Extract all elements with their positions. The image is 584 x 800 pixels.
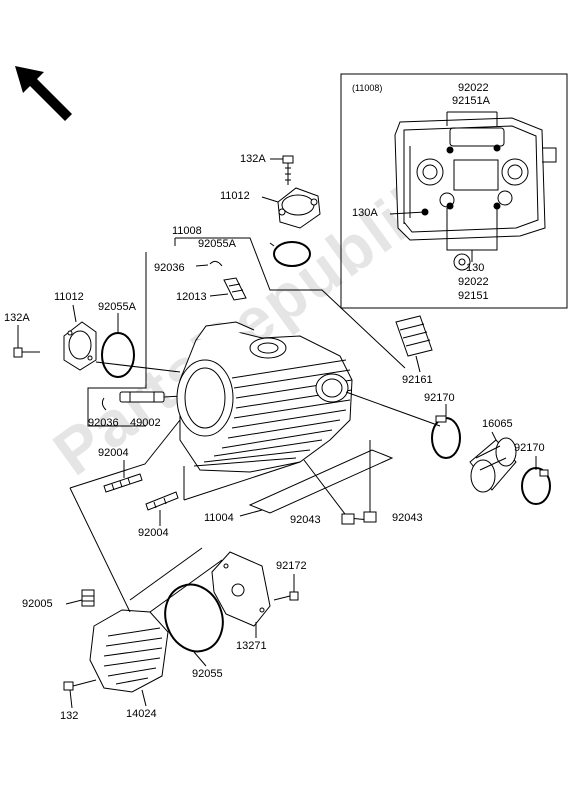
head-cover-fins — [103, 627, 163, 685]
callout-92172[interactable]: 92172 — [276, 560, 307, 572]
callout-92036-top[interactable]: 92036 — [154, 262, 185, 274]
callout-92043-a[interactable]: 92043 — [290, 514, 321, 526]
cap-11012-top — [277, 187, 321, 229]
callout-92055A-top[interactable]: 92055A — [198, 238, 236, 250]
callout-16065[interactable]: 16065 — [482, 418, 513, 430]
cooling-fins — [193, 359, 353, 467]
callout-12013[interactable]: 12013 — [176, 291, 207, 303]
oring-92055A-left — [101, 332, 135, 378]
callout-11004[interactable]: 11004 — [204, 512, 234, 524]
filter-92161 — [395, 315, 433, 357]
bolt-132 — [63, 679, 97, 691]
inset-head-top-view — [394, 117, 557, 241]
callout-inset-130A[interactable]: 130A — [352, 207, 378, 219]
bolt-132A-top — [282, 155, 294, 185]
callout-inset-92022-bottom[interactable]: 92022 — [458, 276, 489, 288]
intake-port — [315, 373, 349, 403]
callout-92043-b[interactable]: 92043 — [392, 512, 423, 524]
plug-92005 — [81, 589, 95, 607]
callout-14024[interactable]: 14024 — [126, 708, 157, 720]
inset-frame — [340, 73, 568, 309]
callout-92004-a[interactable]: 92004 — [98, 447, 129, 459]
callout-92055[interactable]: 92055 — [192, 668, 223, 680]
inset-bolt-gear-icon — [453, 253, 471, 271]
head-cover-14024 — [89, 609, 169, 693]
callout-132A-left[interactable]: 132A — [4, 312, 30, 324]
callout-92004-b[interactable]: 92004 — [138, 527, 169, 539]
callout-13271[interactable]: 13271 — [236, 640, 267, 652]
callout-92055A-left[interactable]: 92055A — [98, 301, 136, 313]
callout-inset-92151A[interactable]: 92151A — [452, 95, 490, 107]
clamp-92170-a — [431, 415, 461, 459]
callout-11008[interactable]: 11008 — [172, 225, 202, 237]
front-direction-arrow-icon — [15, 66, 72, 121]
clamp-92170-b — [521, 467, 551, 505]
cover-plate-13271 — [211, 551, 271, 627]
callout-92036-left[interactable]: 92036 — [88, 417, 119, 429]
callout-92170-b[interactable]: 92170 — [514, 442, 545, 454]
callout-inset-92151[interactable]: 92151 — [458, 290, 489, 302]
callout-inset-92022-top[interactable]: 92022 — [458, 82, 489, 94]
pad-92043-b — [363, 511, 377, 523]
callout-11012-left[interactable]: 11012 — [54, 291, 84, 303]
gasket-11004 — [248, 449, 394, 514]
callout-132[interactable]: 132 — [60, 710, 79, 722]
callout-49002[interactable]: 49002 — [130, 417, 161, 429]
clip-92036-left — [101, 397, 107, 411]
clip-92036-top — [209, 260, 223, 267]
intake-joint-16065 — [469, 437, 517, 493]
bolt-92172 — [273, 591, 299, 601]
stud-92004-a — [103, 473, 143, 493]
tube-49002 — [119, 391, 165, 403]
dowel-12013 — [223, 277, 247, 301]
callout-92170-a[interactable]: 92170 — [424, 392, 455, 404]
callout-132A-top[interactable]: 132A — [240, 153, 266, 165]
inset-group-ref: (11008) — [352, 83, 383, 93]
oring-92055A-top — [273, 241, 311, 267]
callout-inset-130[interactable]: 130 — [466, 262, 485, 274]
bolt-132A-left — [13, 347, 40, 358]
pad-92043-a — [341, 513, 355, 525]
callout-11012-top[interactable]: 11012 — [220, 190, 250, 202]
oring-92055 — [164, 583, 224, 653]
callout-92005[interactable]: 92005 — [22, 598, 53, 610]
stud-92004-b — [145, 491, 179, 511]
group-bracket-11008 — [175, 237, 406, 369]
cap-11012-left — [63, 321, 97, 371]
callout-92161[interactable]: 92161 — [402, 374, 433, 386]
